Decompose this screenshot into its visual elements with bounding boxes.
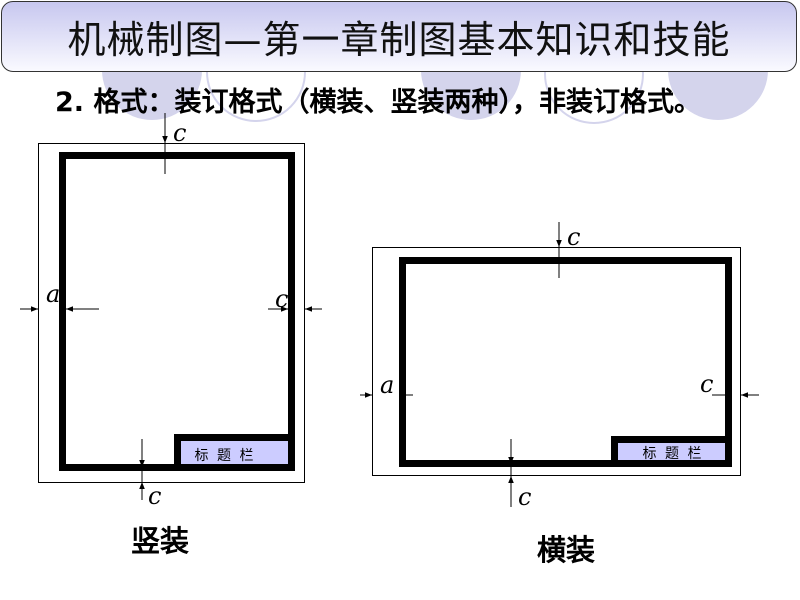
page-title: 机械制图—第一章制图基本知识和技能 [67,18,731,62]
dim-label-right: c [275,285,288,313]
title-block [174,434,295,471]
title-banner: 机械制图—第一章制图基本知识和技能 [1,1,797,72]
title-block-label: 标 题 栏 [195,448,256,464]
dim-label-bottom: c [518,483,531,511]
vertical-binding-diagram: 标 题 栏 c a c c [20,113,322,510]
title-block-label: 标 题 栏 [643,446,704,462]
sheet-border [38,143,305,483]
horizontal-binding-diagram: 标 题 栏 c a c c [360,222,759,511]
dim-label-right: c [700,370,713,398]
section-subtitle: 2. 格式：装订格式（横装、竖装两种），非装订格式。 [55,87,701,118]
caption-vertical: 竖装 [131,524,190,558]
dim-label-left: a [46,280,60,308]
caption-horizontal: 横装 [537,533,596,567]
dim-label-top: c [567,223,580,251]
dim-label-top: c [173,119,186,147]
title-block [611,436,732,467]
dim-label-bottom: c [148,482,161,510]
drawing-frame [399,257,732,467]
drawing-frame [59,152,295,471]
dim-label-left: a [380,371,394,399]
sheet-border [372,247,741,476]
